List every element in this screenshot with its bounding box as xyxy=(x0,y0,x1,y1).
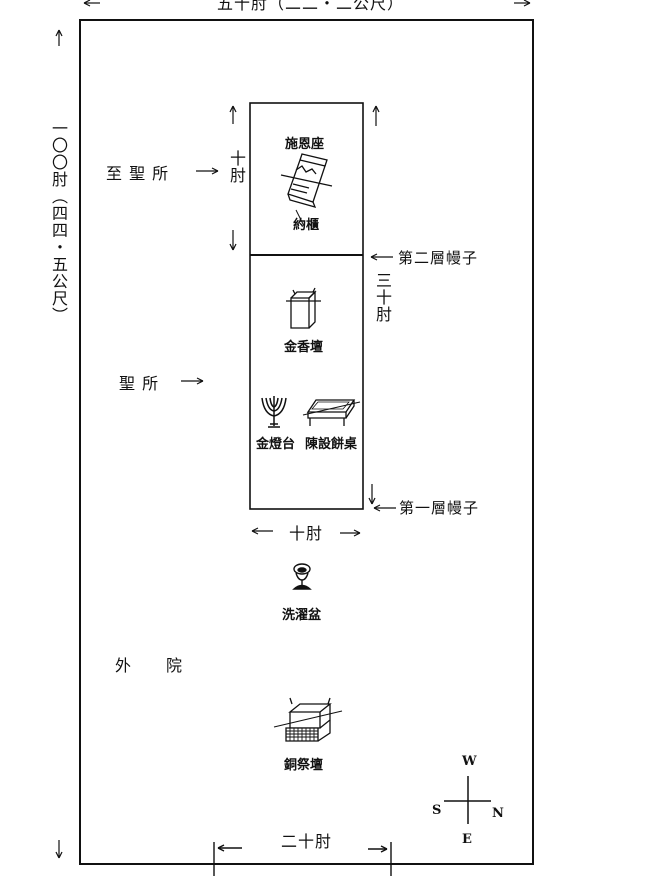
tabernacle-outline xyxy=(249,102,364,510)
laver-label: 洗濯盆 xyxy=(282,608,322,623)
laver-icon xyxy=(292,563,312,590)
hoh-height-label: 十肘 xyxy=(227,150,246,184)
tabernacle-width-arrows xyxy=(251,527,361,537)
top-width-arrows xyxy=(83,0,531,7)
tabernacle-width-label: 十肘 xyxy=(289,524,324,543)
holy-height-label: 三十肘 xyxy=(373,272,392,323)
showbread-table-label: 陳設餅桌 xyxy=(305,437,358,452)
hoh-height-arrows xyxy=(229,105,237,251)
compass-cross xyxy=(444,776,491,824)
gate-markers xyxy=(213,842,392,876)
holy-place-label: 聖 所 xyxy=(119,374,160,393)
left-height-arrows xyxy=(55,29,63,859)
incense-altar-icon xyxy=(286,287,321,329)
left-height-label: 一〇〇肘（四四・五公尺） xyxy=(49,120,68,324)
compass-east: E xyxy=(462,832,472,847)
bronze-altar-icon xyxy=(273,697,343,742)
outer-court-label: 外 院 xyxy=(115,656,184,675)
holy-height-arrows xyxy=(368,105,380,505)
lampstand-label: 金燈台 xyxy=(256,437,296,452)
ark-icon xyxy=(280,153,333,227)
compass-north: N xyxy=(492,806,504,821)
outer-court-boundary xyxy=(79,19,534,865)
lampstand-icon xyxy=(261,396,287,428)
most-holy-place-label: 至 聖 所 xyxy=(106,164,170,183)
bronze-altar-label: 銅祭壇 xyxy=(284,758,324,773)
incense-altar-label: 金香壇 xyxy=(284,340,324,355)
top-width-label: 五十肘（二二・二公尺） xyxy=(217,0,405,13)
mercy-seat-label: 施恩座 xyxy=(285,137,325,152)
second-veil-label: 第二層幔子 xyxy=(398,249,479,267)
pointer-arrows xyxy=(181,167,396,512)
gate-width-label: 二十肘 xyxy=(281,832,333,851)
compass-south: S xyxy=(432,803,442,818)
showbread-table-icon xyxy=(302,399,361,426)
ark-label: 約櫃 xyxy=(293,218,320,233)
first-veil-label: 第一層幔子 xyxy=(399,499,480,517)
compass-west: W xyxy=(462,754,477,769)
